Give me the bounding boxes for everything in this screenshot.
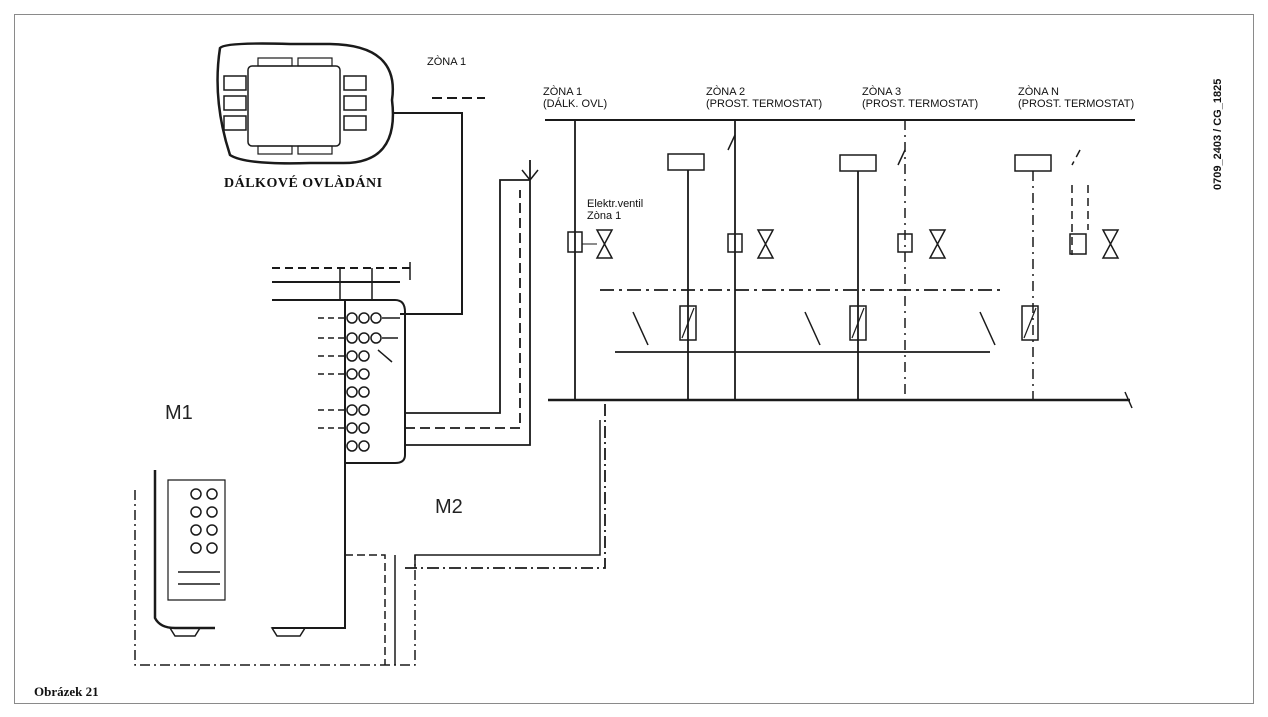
remote-control-title: DÁLKOVÉ OVLÀDÁNI — [224, 176, 383, 191]
zone-2-circuit — [632, 120, 775, 400]
board-m1 — [272, 262, 415, 464]
figure-caption: Obrázek 21 — [34, 684, 99, 699]
zone-3-sublabel: (PROST. TERMOSTAT) — [862, 98, 979, 110]
figure-code: 0709_2403 / CG_1825 — [1212, 78, 1224, 190]
zone-3-label: ZÒNA 3 — [862, 86, 902, 98]
valve-label-line2: Zòna 1 — [587, 210, 622, 222]
board-m1-label: M1 — [165, 402, 193, 424]
board-m2 — [134, 463, 416, 666]
zone-n-circuit — [979, 149, 1120, 400]
zone-2-sublabel: (PROST. TERMOSTAT) — [706, 98, 823, 110]
zone-3-circuit — [804, 120, 947, 400]
zone-2-label: ZÒNA 2 — [706, 86, 746, 98]
valve-label-line1: Elektr.ventil — [587, 198, 644, 210]
figure-frame — [14, 14, 1254, 704]
remote-control-icon — [216, 42, 395, 165]
remote-zone-label: ZÒNA 1 — [427, 56, 467, 68]
zone-1-label: ZÒNA 1 — [543, 86, 583, 98]
zone-n-sublabel: (PROST. TERMOSTAT) — [1018, 98, 1135, 110]
board-m2-label: M2 — [435, 496, 463, 518]
zone-1-sublabel: (DÁLK. OVL) — [543, 98, 608, 110]
zone-n-label: ZÒNA N — [1018, 86, 1059, 98]
zone-1-circuit — [567, 120, 614, 400]
